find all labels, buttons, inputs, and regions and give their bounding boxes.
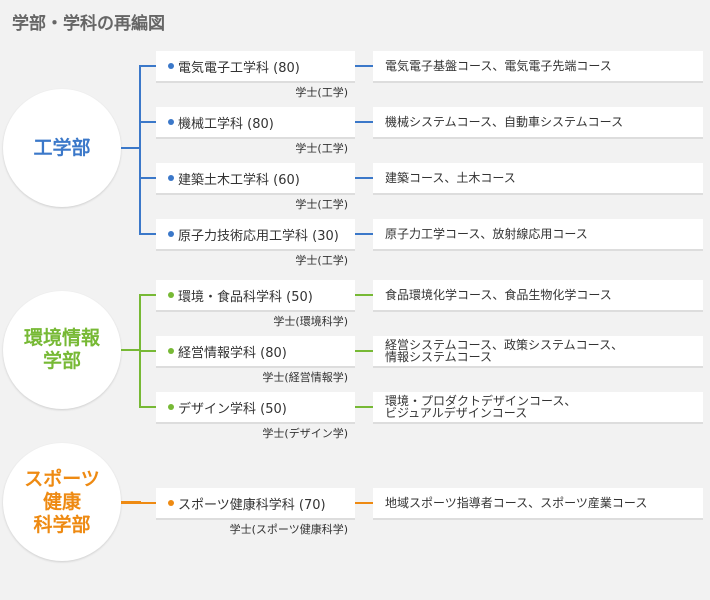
faculty-circle: スポーツ 健康 科学部 xyxy=(3,443,121,561)
degree-label: 学士(環境科学) xyxy=(273,315,348,328)
course-connector-line xyxy=(355,121,373,123)
course-connector-line xyxy=(355,294,373,296)
course-box[interactable]: 建築コース、土木コース xyxy=(373,163,703,193)
course-connector-line xyxy=(355,65,373,67)
department-box[interactable]: 環境・食品科学科 (50) xyxy=(156,280,355,310)
course-box[interactable]: 電気電子基盤コース、電気電子先端コース xyxy=(373,51,703,81)
bullet-dot-icon xyxy=(168,404,174,410)
course-connector-line xyxy=(355,502,373,504)
degree-label: 学士(工学) xyxy=(295,86,348,99)
department-box[interactable]: 経営情報学科 (80) xyxy=(156,336,355,366)
faculty-circle: 工学部 xyxy=(3,89,121,207)
degree-label: 学士(デザイン学) xyxy=(262,427,348,440)
connector-line xyxy=(121,349,141,351)
department-box[interactable]: デザイン学科 (50) xyxy=(156,392,355,422)
degree-label: 学士(工学) xyxy=(295,198,348,211)
bullet-dot-icon xyxy=(168,63,174,69)
bullet-dot-icon xyxy=(168,500,174,506)
department-box[interactable]: 原子力技術応用工学科 (30) xyxy=(156,219,355,249)
degree-label: 学士(工学) xyxy=(295,254,348,267)
page-title: 学部・学科の再編図 xyxy=(12,14,165,34)
connector-line xyxy=(121,147,141,149)
degree-label: 学士(工学) xyxy=(295,142,348,155)
bullet-dot-icon xyxy=(168,231,174,237)
branch-line xyxy=(139,350,171,352)
branch-line xyxy=(139,406,171,408)
branch-line xyxy=(139,121,171,123)
course-box[interactable]: 原子力工学コース、放射線応用コース xyxy=(373,219,703,249)
degree-label: 学士(スポーツ健康科学) xyxy=(229,523,348,536)
bullet-dot-icon xyxy=(168,175,174,181)
degree-label: 学士(経営情報学) xyxy=(262,371,348,384)
bullet-dot-icon xyxy=(168,119,174,125)
branch-line xyxy=(139,177,171,179)
bullet-dot-icon xyxy=(168,292,174,298)
course-box[interactable]: 経営システムコース、政策システムコース、 情報システムコース xyxy=(373,336,703,366)
branch-line xyxy=(121,502,171,504)
course-connector-line xyxy=(355,233,373,235)
course-connector-line xyxy=(355,350,373,352)
course-connector-line xyxy=(355,406,373,408)
department-box[interactable]: 電気電子工学科 (80) xyxy=(156,51,355,81)
department-box[interactable]: 建築土木工学科 (60) xyxy=(156,163,355,193)
department-box[interactable]: 機械工学科 (80) xyxy=(156,107,355,137)
department-box[interactable]: スポーツ健康科学科 (70) xyxy=(156,488,355,518)
branch-line xyxy=(139,233,171,235)
trunk-line xyxy=(139,66,141,235)
branch-line xyxy=(139,294,171,296)
course-box[interactable]: 食品環境化学コース、食品生物化学コース xyxy=(373,280,703,310)
course-box[interactable]: 地域スポーツ指導者コース、スポーツ産業コース xyxy=(373,488,703,518)
bullet-dot-icon xyxy=(168,348,174,354)
course-connector-line xyxy=(355,177,373,179)
faculty-circle: 環境情報 学部 xyxy=(3,291,121,409)
course-box[interactable]: 環境・プロダクトデザインコース、 ビジュアルデザインコース xyxy=(373,392,703,422)
course-box[interactable]: 機械システムコース、自動車システムコース xyxy=(373,107,703,137)
branch-line xyxy=(139,65,171,67)
